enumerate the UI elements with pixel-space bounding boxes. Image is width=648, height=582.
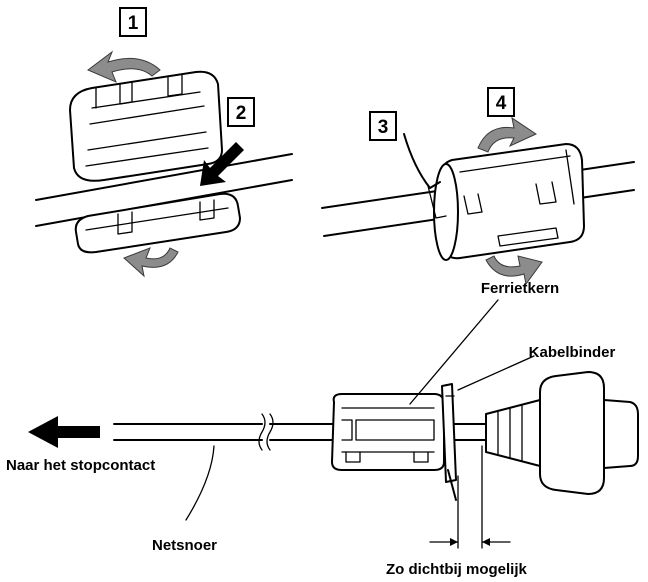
- rotate-arrow-bottom-icon: [123, 247, 179, 278]
- label-ferrite-core: Ferrietkern: [481, 280, 559, 297]
- rotate-arrow-upper-icon: [477, 116, 538, 153]
- rotate-arrow-top-icon: [87, 50, 161, 83]
- direction-arrow-icon: [28, 416, 100, 448]
- step-2-label: 2: [236, 103, 247, 124]
- press-arrow-icon: [200, 142, 244, 186]
- label-to-outlet: Naar het stopcontact: [6, 457, 155, 474]
- step-4-badge: 4: [487, 87, 515, 117]
- installed-assembly-illustration: [28, 299, 639, 549]
- label-power-cord: Netsnoer: [152, 537, 217, 554]
- step-4-label: 4: [496, 93, 507, 114]
- step-1-label: 1: [128, 13, 139, 34]
- label-cable-tie: Kabelbinder: [529, 344, 616, 361]
- closed-ferrite-core-illustration: [321, 116, 635, 286]
- step-3-badge: 3: [369, 111, 397, 141]
- open-ferrite-core-illustration: [35, 50, 293, 278]
- label-as-close-as-possible: Zo dichtbij mogelijk: [386, 561, 527, 578]
- step-3-label: 3: [378, 117, 389, 138]
- rotate-arrow-lower-icon: [485, 255, 543, 286]
- step-1-badge: 1: [119, 7, 147, 37]
- step-2-badge: 2: [227, 97, 255, 127]
